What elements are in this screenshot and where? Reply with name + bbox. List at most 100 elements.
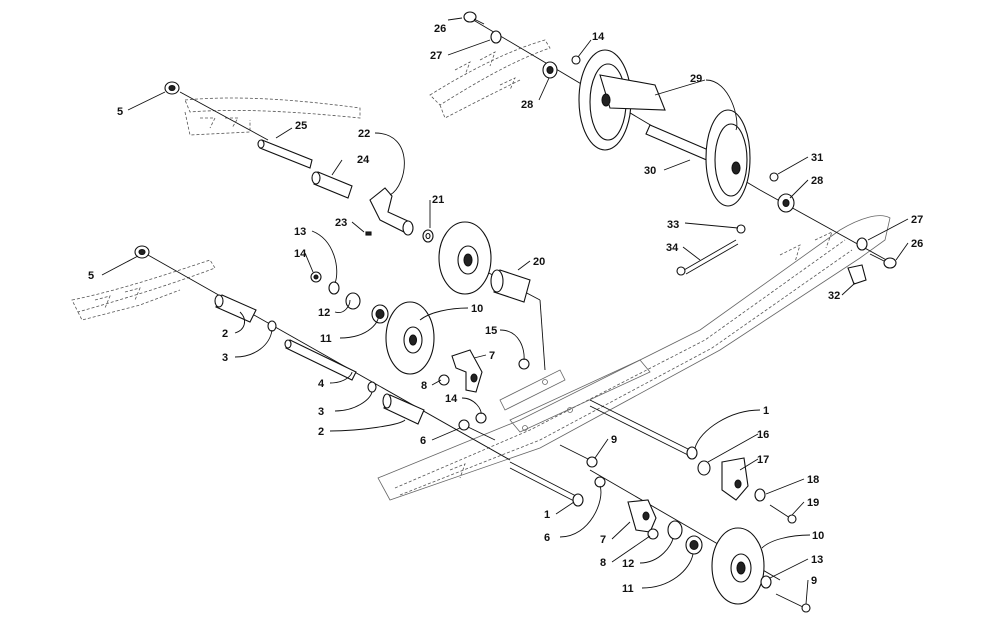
- washer-13-lower: [760, 575, 772, 589]
- callout-33: 33: [667, 219, 679, 231]
- washer-21: [422, 229, 434, 243]
- callout-8-lower: 8: [600, 557, 606, 569]
- callout-18: 18: [807, 474, 819, 486]
- bearing-11-lower: [685, 535, 703, 555]
- callout-14-upper-left: 14: [294, 248, 307, 260]
- arm-22: [369, 187, 414, 236]
- spacer-2-lower: [382, 393, 425, 425]
- callout-2-upper: 2: [222, 328, 228, 340]
- callout-21: 21: [432, 194, 444, 206]
- cap-28-upper: [542, 61, 558, 79]
- callout-leaders: [101, 17, 909, 605]
- rail-outline-left: [71, 259, 216, 321]
- bolt-34: [676, 239, 739, 276]
- washer-18: [754, 488, 766, 502]
- nut-33: [736, 224, 746, 234]
- callout-1-lower: 1: [544, 509, 550, 521]
- callout-7-upper: 7: [489, 350, 495, 362]
- spacer-16: [697, 460, 711, 476]
- drive-wheel-29-left: [578, 49, 666, 151]
- bolt-9-lower: [775, 593, 811, 613]
- washer-3-upper: [267, 320, 277, 332]
- callout-10-upper: 10: [471, 303, 483, 315]
- callout-23: 23: [335, 217, 347, 229]
- idler-wheel-10-middle: [385, 301, 435, 375]
- callout-12-lower: 12: [622, 558, 634, 570]
- callout-29: 29: [690, 73, 702, 85]
- callout-16: 16: [757, 429, 769, 441]
- callout-27-top: 27: [430, 50, 442, 62]
- callout-22: 22: [358, 128, 370, 140]
- nut-8-upper: [438, 374, 450, 386]
- callout-6-upper: 6: [420, 435, 426, 447]
- callout-7-lower: 7: [600, 534, 606, 546]
- callout-5-top: 5: [117, 106, 123, 118]
- callout-11-upper: 11: [320, 333, 332, 345]
- idler-wheel-10-upper: [438, 221, 492, 295]
- snap-ring-12-lower: [667, 520, 683, 540]
- callout-1-upper: 1: [763, 405, 769, 417]
- bearing-11-upper: [371, 304, 389, 324]
- callout-20: 20: [533, 256, 545, 268]
- washer-27-upper: [490, 30, 502, 44]
- callout-10-lower: 10: [812, 530, 824, 542]
- callout-2-lower: 2: [318, 426, 324, 438]
- spacer-20: [490, 269, 531, 303]
- callout-17: 17: [757, 454, 769, 466]
- callout-19: 19: [807, 497, 819, 509]
- nut-14-middle: [475, 412, 487, 424]
- cap-32: [847, 264, 867, 285]
- snap-ring-12-upper: [345, 292, 361, 310]
- callout-25: 25: [295, 120, 307, 132]
- callout-14-middle: 14: [445, 393, 458, 405]
- bolt-9-upper: [559, 444, 598, 468]
- callout-11-lower: 11: [622, 583, 634, 595]
- nut-5-upper: [164, 81, 180, 95]
- nut-8-lower: [647, 528, 659, 540]
- callout-26-lower: 26: [911, 238, 923, 250]
- main-slide-rail-outline: [377, 215, 891, 501]
- washer-13-upper: [328, 281, 340, 295]
- callout-3-upper: 3: [222, 352, 228, 364]
- washer-3-lower: [367, 381, 377, 393]
- callout-34: 34: [666, 242, 679, 254]
- bolt-1-upper: [589, 399, 698, 460]
- bolt-6-upper: [458, 419, 496, 441]
- callout-28-top: 28: [521, 99, 533, 111]
- callout-14-top: 14: [592, 31, 605, 43]
- cap-28-lower: [777, 193, 795, 213]
- callout-24: 24: [357, 154, 370, 166]
- callout-4: 4: [318, 378, 325, 390]
- callout-13-upper: 13: [294, 226, 306, 238]
- shaft-4: [284, 339, 357, 381]
- callout-27-lower: 27: [911, 214, 923, 226]
- pin-23: [365, 231, 372, 236]
- bolt-1-lower: [509, 461, 584, 507]
- bolt-19: [769, 504, 797, 524]
- washer-27-lower: [856, 237, 868, 251]
- spacer-2-upper: [214, 294, 257, 323]
- bolt-31: [769, 172, 779, 182]
- callout-5-left: 5: [88, 270, 94, 282]
- shaft-25: [257, 139, 313, 169]
- bolt-26-upper: [463, 11, 485, 25]
- callout-12-upper: 12: [318, 307, 330, 319]
- callout-32: 32: [828, 290, 840, 302]
- spacer-24: [311, 171, 353, 199]
- bracket-17: [721, 457, 749, 501]
- callout-30: 30: [644, 165, 656, 177]
- bracket-7-lower: [627, 499, 657, 533]
- callout-3-lower: 3: [318, 406, 324, 418]
- callout-9-lower: 9: [811, 575, 817, 587]
- callout-31: 31: [811, 152, 823, 164]
- callout-13-lower: 13: [811, 554, 823, 566]
- rail-outline-upper-left: [184, 97, 361, 136]
- idler-wheel-10-lower: [711, 527, 765, 605]
- drive-wheel-29-right: [705, 109, 751, 207]
- callout-labels: 26 27 14 29 28 5 25 22 24 30 31 28 21 23…: [88, 23, 923, 595]
- callout-6-lower: 6: [544, 532, 550, 544]
- nut-5-left: [134, 245, 150, 259]
- nut-14-upper-left: [310, 271, 322, 283]
- callout-26-top: 26: [434, 23, 446, 35]
